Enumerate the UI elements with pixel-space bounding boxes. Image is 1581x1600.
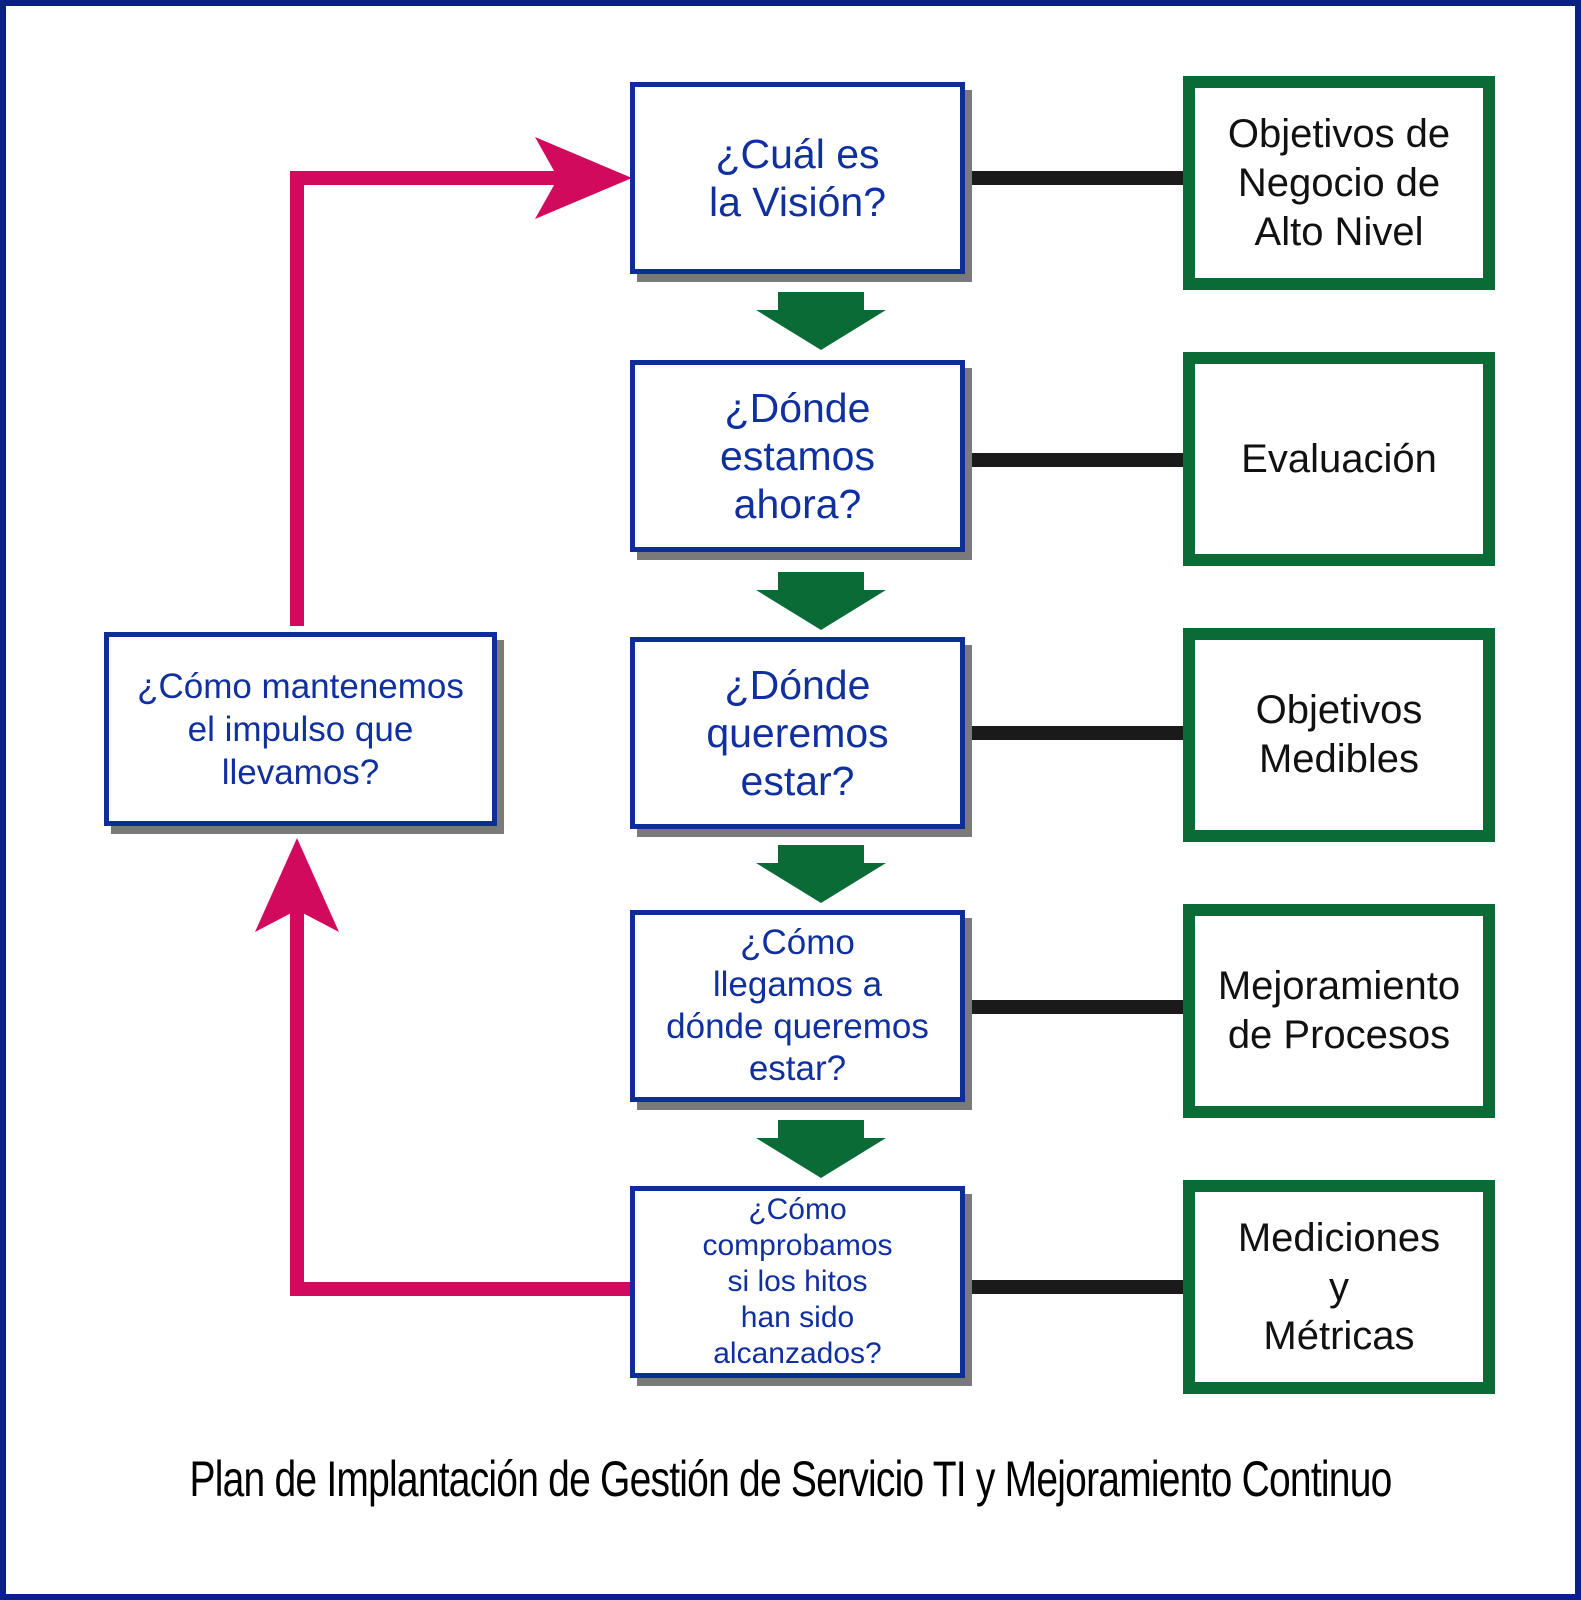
result-text: Evaluación [1241, 436, 1437, 481]
result-box-assessment: Evaluación [1183, 352, 1495, 566]
result-box-process-improvement: Mejoramiento de Procesos [1183, 904, 1495, 1118]
flow-arrow-down-icon [756, 1120, 886, 1178]
result-box-measurable-objectives: Objetivos Medibles [1183, 628, 1495, 842]
question-box-current-state: ¿Dónde estamos ahora? [630, 360, 965, 552]
question-box-momentum: ¿Cómo mantenemos el impulso que llevamos… [104, 632, 497, 826]
loop-arrowhead-right [535, 137, 632, 219]
loop-line-bottom [290, 910, 632, 1296]
question-text: ¿Dónde queremos estar? [706, 662, 889, 804]
result-text: Objetivos de Negocio de Alto Nivel [1227, 111, 1451, 254]
question-box-how-to-get-there: ¿Cómo llegamos a dónde queremos estar? [630, 910, 965, 1102]
question-text: ¿Dónde estamos ahora? [720, 385, 875, 527]
flow-arrow-down-icon [756, 845, 886, 903]
question-box-vision: ¿Cuál es la Visión? [630, 82, 965, 274]
question-text: ¿Cómo comprobamos si los hitos han sido … [702, 1193, 893, 1370]
loop-line-top [290, 171, 560, 626]
diagram-caption: Plan de Implantación de Gestión de Servi… [189, 1451, 1392, 1507]
result-text: Mediciones y Métricas [1237, 1215, 1441, 1358]
result-text: Mejoramiento de Procesos [1217, 964, 1461, 1057]
result-text: Objetivos Medibles [1255, 688, 1423, 781]
result-box-business-objectives: Objetivos de Negocio de Alto Nivel [1183, 76, 1495, 290]
question-text: ¿Cuál es la Visión? [708, 131, 887, 225]
flow-arrow-down-icon [756, 572, 886, 630]
flow-arrow-down-icon [756, 292, 886, 350]
loop-arrowhead-up [255, 838, 339, 932]
question-box-milestones: ¿Cómo comprobamos si los hitos han sido … [630, 1186, 965, 1378]
result-box-measurements-metrics: Mediciones y Métricas [1183, 1180, 1495, 1394]
question-text: ¿Cómo llegamos a dónde queremos estar? [666, 923, 929, 1088]
question-box-target-state: ¿Dónde queremos estar? [630, 637, 965, 829]
question-text: ¿Cómo mantenemos el impulso que llevamos… [137, 666, 464, 792]
